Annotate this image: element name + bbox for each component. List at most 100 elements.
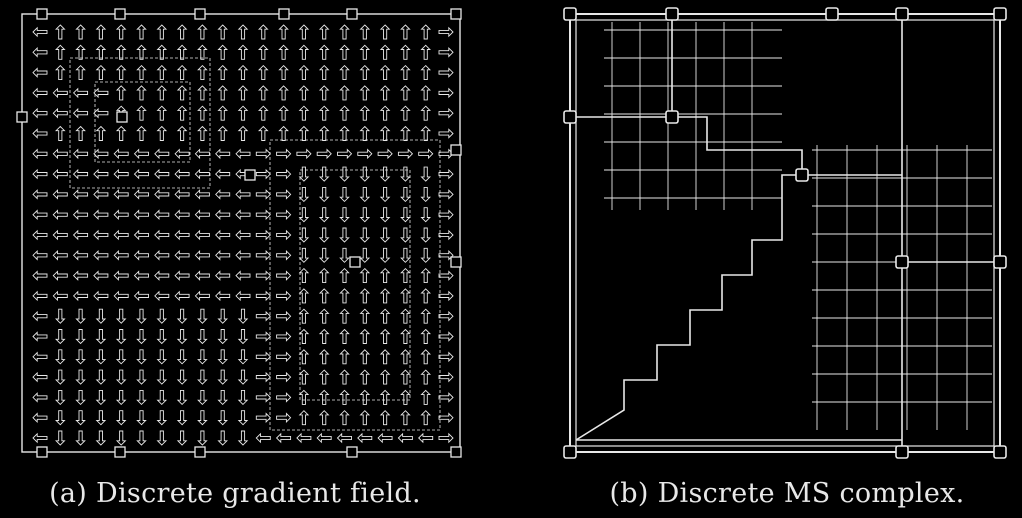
gradient-arrow <box>76 45 84 59</box>
gradient-arrow <box>195 292 209 300</box>
gradient-arrow <box>74 89 88 97</box>
critical-node <box>666 8 678 20</box>
gradient-arrow <box>256 251 270 259</box>
gradient-arrow <box>256 332 270 340</box>
gradient-arrow <box>277 292 291 300</box>
gradient-arrow <box>158 390 166 404</box>
gradient-arrow <box>381 309 389 323</box>
gradient-arrow <box>117 127 125 141</box>
gradient-arrow <box>178 431 186 445</box>
gradient-arrow <box>381 187 389 201</box>
gradient-arrow <box>97 25 105 39</box>
gradient-arrow <box>277 373 291 381</box>
gradient-arrow <box>338 150 352 158</box>
gradient-arrow <box>94 271 108 279</box>
gradient-arrow <box>300 127 308 141</box>
gradient-arrow <box>195 150 209 158</box>
gradient-arrow <box>198 106 206 120</box>
gradient-arrow <box>33 271 47 279</box>
gradient-arrow <box>33 332 47 340</box>
gradient-arrow <box>439 414 453 422</box>
gradient-arrow <box>117 86 125 100</box>
gradient-arrow <box>97 370 105 384</box>
gradient-arrow <box>320 350 328 364</box>
gradient-arrow <box>94 292 108 300</box>
gradient-arrow <box>277 231 291 239</box>
gradient-arrow <box>320 411 328 425</box>
gradient-arrow <box>56 330 64 344</box>
gradient-arrow <box>33 28 47 36</box>
gradient-arrow <box>277 251 291 259</box>
gradient-arrow <box>74 231 88 239</box>
gradient-arrow <box>340 86 348 100</box>
gradient-arrow <box>158 86 166 100</box>
gradient-arrow <box>219 390 227 404</box>
gradient-arrow <box>178 25 186 39</box>
gradient-arrow <box>422 25 430 39</box>
gradient-arrow <box>277 190 291 198</box>
gradient-arrow <box>33 68 47 76</box>
gradient-arrow <box>94 251 108 259</box>
gradient-arrow <box>419 434 433 442</box>
gradient-arrow <box>158 431 166 445</box>
gradient-arrow <box>256 170 270 178</box>
gradient-arrow <box>259 25 267 39</box>
gradient-arrow <box>117 390 125 404</box>
gradient-arrow <box>239 45 247 59</box>
gradient-arrow <box>216 292 230 300</box>
gradient-arrow <box>155 190 169 198</box>
gradient-arrow <box>33 129 47 137</box>
gradient-arrow <box>439 292 453 300</box>
flow-loop <box>300 170 410 400</box>
gradient-arrow <box>320 208 328 222</box>
gradient-arrow <box>381 350 389 364</box>
gradient-arrow <box>239 390 247 404</box>
gradient-arrow <box>117 431 125 445</box>
gradient-arrow <box>155 292 169 300</box>
gradient-arrow <box>277 211 291 219</box>
gradient-arrow <box>320 167 328 181</box>
gradient-arrow <box>76 127 84 141</box>
gradient-arrow <box>256 292 270 300</box>
critical-cell <box>37 9 47 19</box>
gradient-arrow <box>135 271 149 279</box>
gradient-arrow <box>74 251 88 259</box>
gradient-arrow <box>76 431 84 445</box>
gradient-arrow <box>158 330 166 344</box>
gradient-arrow <box>401 330 409 344</box>
gradient-arrow <box>320 25 328 39</box>
gradient-arrow <box>137 350 145 364</box>
gradient-arrow <box>300 45 308 59</box>
gradient-arrow <box>300 106 308 120</box>
gradient-arrow <box>155 251 169 259</box>
gradient-arrow <box>439 393 453 401</box>
gradient-arrow <box>117 45 125 59</box>
gradient-arrow <box>279 86 287 100</box>
gradient-arrow <box>216 231 230 239</box>
gradient-arrow <box>239 309 247 323</box>
separatrix <box>576 175 802 440</box>
gradient-arrow <box>401 25 409 39</box>
gradient-arrow <box>361 248 369 262</box>
gradient-arrow <box>300 25 308 39</box>
gradient-arrow <box>236 271 250 279</box>
gradient-arrow <box>256 373 270 381</box>
gradient-arrow <box>198 127 206 141</box>
gradient-arrow <box>56 350 64 364</box>
gradient-arrow <box>198 390 206 404</box>
gradient-arrow <box>401 248 409 262</box>
gradient-arrow <box>135 231 149 239</box>
gradient-arrow <box>277 312 291 320</box>
gradient-arrow <box>401 208 409 222</box>
critical-cell <box>451 9 461 19</box>
gradient-arrow <box>439 373 453 381</box>
gradient-arrow <box>117 66 125 80</box>
gradient-arrow <box>340 228 348 242</box>
gradient-arrow <box>94 170 108 178</box>
gradient-arrow <box>33 373 47 381</box>
critical-cell <box>115 9 125 19</box>
gradient-arrow <box>340 350 348 364</box>
ms-boundary-inner <box>576 20 994 446</box>
critical-node <box>564 111 576 123</box>
critical-cell <box>17 112 27 122</box>
